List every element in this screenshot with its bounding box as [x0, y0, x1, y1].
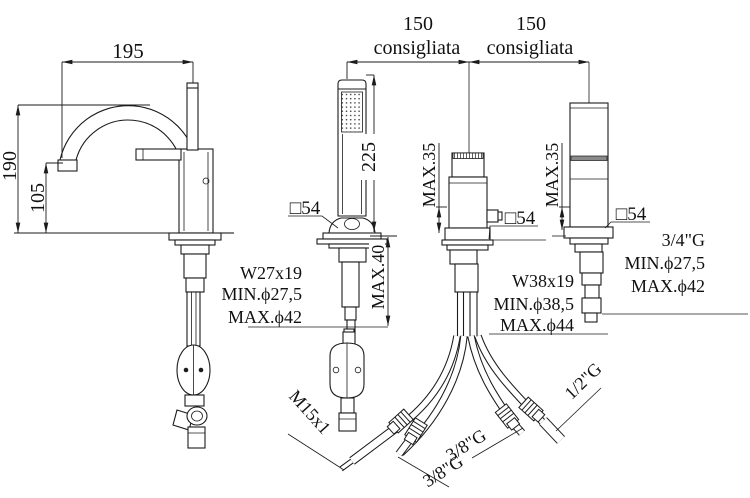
hose-38g-b-label: 3/8"G [419, 451, 466, 491]
svg-text:MAX.35: MAX.35 [419, 143, 439, 208]
svg-text:M15x1: M15x1 [285, 386, 335, 438]
valve-hole-max-label: MAX.ϕ44 [500, 315, 574, 335]
joystick-pin [186, 82, 199, 151]
shower-thread-label: W27x19 [240, 263, 302, 283]
basin-mixer-underdeck [168, 232, 222, 449]
valve-side-port [486, 209, 499, 223]
spout-thread-label: 3/4"G [662, 230, 705, 250]
square54-shower-label: □54 [290, 198, 321, 219]
square54-valve-label: □54 [505, 208, 536, 229]
shower-hole-min-label: MIN.ϕ27,5 [222, 284, 302, 304]
faucet-body [178, 148, 214, 234]
svg-text:1/2"G: 1/2"G [560, 359, 605, 404]
spacing-left-value: 150 [403, 13, 433, 35]
spout-aerator [57, 159, 78, 172]
spacing-left-note: consigliata [374, 37, 461, 59]
shower-holder [328, 217, 376, 234]
dim-195-label: 195 [112, 39, 144, 63]
basin-mixer-drawing: 195 190 105 [0, 39, 234, 449]
spacing-right-note: consigliata [487, 37, 574, 59]
spacing-dimensions: 150 consigliata 150 consigliata [346, 13, 590, 79]
spout-column-drawing: MAX.35 □54 3/4"G MIN.ϕ27,5 MAX.ϕ42 [542, 62, 748, 323]
dim-max40-label: MAX.40 [368, 243, 388, 311]
spout-hole-max-label: MAX.ϕ42 [631, 276, 705, 296]
valve-hole-min-label: MIN.ϕ38,5 [494, 294, 574, 314]
spout-underdeck [579, 251, 604, 323]
svg-text:MAX.35: MAX.35 [542, 143, 562, 208]
spacing-right-value: 150 [516, 13, 546, 35]
shower-holder-shank [338, 247, 367, 333]
dim-225-label: 225 [358, 134, 380, 180]
svg-text:3/8"G: 3/8"G [419, 451, 466, 491]
dim-190-label: 190 [0, 144, 21, 188]
faucet-lever [135, 148, 182, 161]
spout-hole-min-label: MIN.ϕ27,5 [625, 253, 705, 273]
spout-body [569, 102, 609, 228]
shower-hole-max-label: MAX.ϕ42 [228, 307, 302, 327]
spray-face [341, 91, 363, 133]
handshower-drawing: 225 MAX.40 □54 W27x19 MIN.ϕ27,5 MAX.ϕ42 [222, 74, 397, 432]
svg-text:105: 105 [27, 183, 49, 213]
valve-thread-label: W38x19 [512, 271, 574, 291]
hose-weight [329, 328, 365, 432]
svg-text:225: 225 [358, 142, 380, 172]
dim-max35-left-label: MAX.35 [419, 141, 439, 209]
valve-underdeck [449, 249, 479, 337]
dim-max35-right-label: MAX.35 [542, 141, 562, 209]
svg-text:MAX.40: MAX.40 [368, 245, 388, 310]
hose-12g-label: 1/2"G [560, 359, 605, 404]
svg-text:190: 190 [0, 151, 21, 181]
mixer-valve-drawing: MAX.35 □54 W38x19 MIN.ϕ38,5 MAX.ϕ44 [419, 62, 608, 337]
dim-105-label: 105 [27, 176, 49, 220]
valve-body [448, 176, 488, 229]
square54-spout-label: □54 [616, 204, 647, 225]
hose-m15-label: M15x1 [285, 386, 335, 438]
